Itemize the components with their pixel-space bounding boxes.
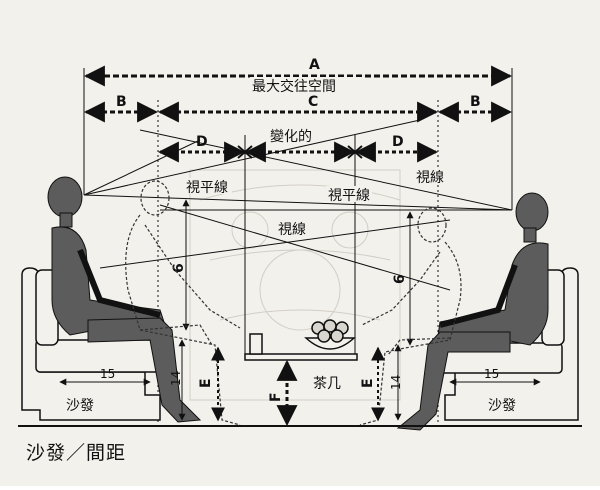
sight-lines — [83, 119, 513, 291]
label-fifteen-left: 15 — [100, 367, 115, 381]
dimension-d: D 變化的 D — [157, 129, 439, 163]
label-variable: 變化的 — [270, 129, 312, 145]
label-b-left: B — [116, 94, 127, 110]
dimension-b-c-b: B C B — [83, 94, 513, 123]
label-six-right: 6 — [392, 274, 408, 284]
label-eye-level-left: 視平線 — [186, 180, 228, 196]
label-e-left: E — [198, 378, 214, 388]
tea-table — [244, 319, 358, 427]
label-d-left: D — [196, 134, 208, 150]
right-seated-figure — [396, 192, 549, 431]
label-d-right: D — [392, 134, 404, 150]
right-leaning-figure — [359, 207, 462, 426]
label-sofa-right: 沙發 — [488, 398, 516, 414]
label-sofa-left: 沙發 — [66, 398, 94, 414]
dimension-a: A 最大交往空間 — [83, 57, 513, 95]
label-max-space: 最大交往空間 — [252, 78, 336, 95]
label-e-right: E — [360, 378, 376, 388]
height-dimensions: 6 6 — [171, 199, 414, 346]
label-sight-line-center: 視線 — [278, 222, 306, 238]
label-six-left: 6 — [171, 263, 187, 273]
label-f: F — [268, 392, 284, 402]
label-a: A — [309, 57, 320, 73]
label-fourteen-right: 14 — [389, 375, 403, 390]
label-fourteen-left: 14 — [169, 371, 183, 386]
label-c: C — [308, 94, 318, 110]
knee-height-dimensions — [178, 339, 402, 422]
label-sight-line-right: 視線 — [416, 170, 444, 186]
label-fifteen-right: 15 — [484, 367, 499, 381]
label-b-right: B — [470, 94, 481, 110]
label-eye-level-right: 視平線 — [328, 188, 370, 204]
left-seated-figure — [47, 176, 202, 423]
left-leaning-figure — [125, 180, 241, 426]
label-tea-table: 茶几 — [313, 376, 341, 392]
figure-caption: 沙發／間距 — [26, 442, 127, 464]
reference-lines — [83, 68, 513, 430]
